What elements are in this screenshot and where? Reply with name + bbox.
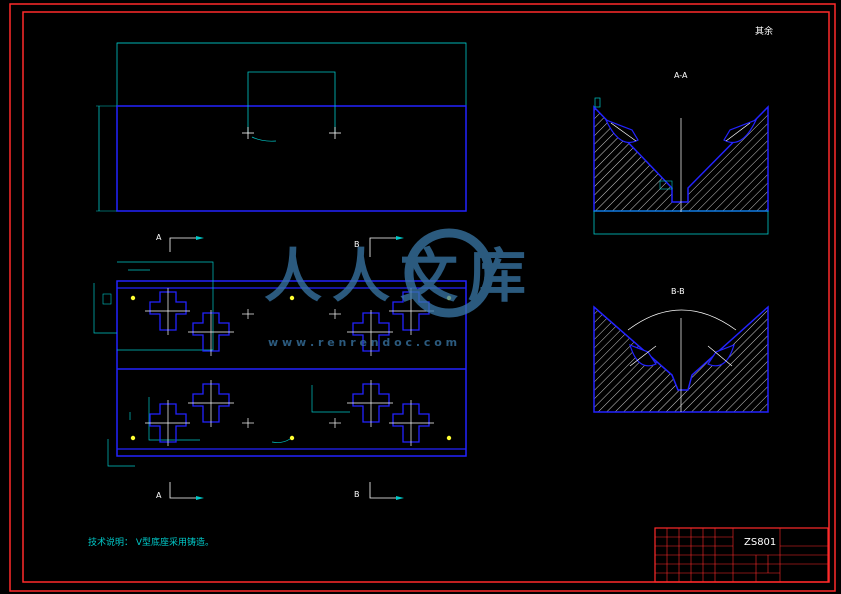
surface-finish-note: 其余 [755, 25, 773, 37]
section-b-b-hatched-body [593, 305, 769, 413]
front-view [93, 261, 467, 467]
section-b-b: B-B [593, 287, 769, 413]
technical-note: 技术说明： V型底座采用铸造。 [88, 536, 214, 548]
section-a-a: A-A [593, 71, 769, 235]
section-label-a-bottom: A [156, 491, 162, 500]
watermark: 人人文库 w w w . r e n r e n d o c . c o m [264, 228, 536, 349]
section-label-b-top: B [354, 240, 360, 249]
watermark-name: 人人文库 [264, 242, 536, 310]
top-view-body [116, 105, 467, 212]
top-view-dim-frame [247, 71, 336, 133]
drawing-code: ZS801 [744, 537, 776, 548]
top-view-outline-cyan [116, 42, 467, 212]
section-a-a-title: A-A [674, 71, 688, 80]
inner-border [22, 11, 830, 583]
section-b-b-title: B-B [671, 287, 685, 296]
section-label-a-top: A [156, 233, 162, 242]
title-block: ZS801 [654, 527, 829, 583]
section-markers: A B A B [156, 233, 404, 500]
outer-border [9, 3, 836, 592]
section-label-b-bottom: B [354, 490, 360, 499]
top-view [96, 42, 467, 212]
watermark-url: w w w . r e n r e n d o c . c o m [268, 336, 457, 349]
